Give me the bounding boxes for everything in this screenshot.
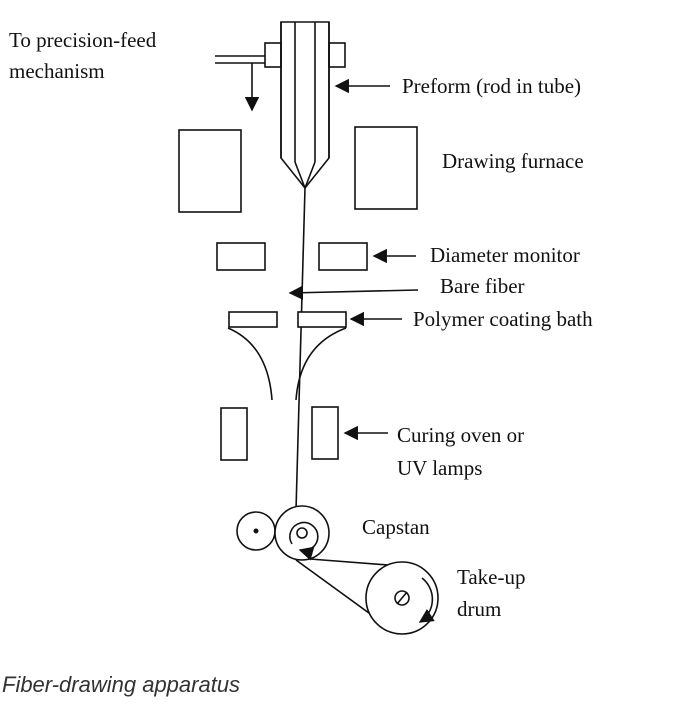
label-bare-fiber: Bare fiber: [440, 274, 525, 298]
label-takeup-line1: Take-up: [457, 565, 526, 589]
feed-rods: [215, 55, 265, 112]
pointer-arrows: [288, 78, 419, 441]
label-curing-line1: Curing oven or: [397, 423, 524, 447]
label-capstan: Capstan: [362, 515, 430, 539]
label-diameter-monitor: Diameter monitor: [430, 243, 580, 267]
label-takeup-line2: drum: [457, 597, 501, 621]
curing-oven: [220, 406, 339, 461]
fiber: [295, 187, 306, 516]
drawing-furnace: [178, 126, 418, 213]
label-preform: Preform (rod in tube): [402, 74, 581, 98]
polymer-coating-bath: [227, 311, 347, 401]
capstan: [236, 505, 330, 561]
label-feed-line2: mechanism: [9, 59, 105, 83]
figure-caption: Fiber-drawing apparatus: [2, 672, 241, 697]
label-curing-line2: UV lamps: [397, 456, 482, 480]
take-up-drum: [365, 561, 439, 635]
label-furnace: Drawing furnace: [442, 149, 584, 173]
label-coating-bath: Polymer coating bath: [413, 307, 593, 331]
preform: [264, 21, 346, 190]
label-feed-line1: To precision-feed: [9, 28, 157, 52]
diameter-monitor: [216, 242, 368, 271]
